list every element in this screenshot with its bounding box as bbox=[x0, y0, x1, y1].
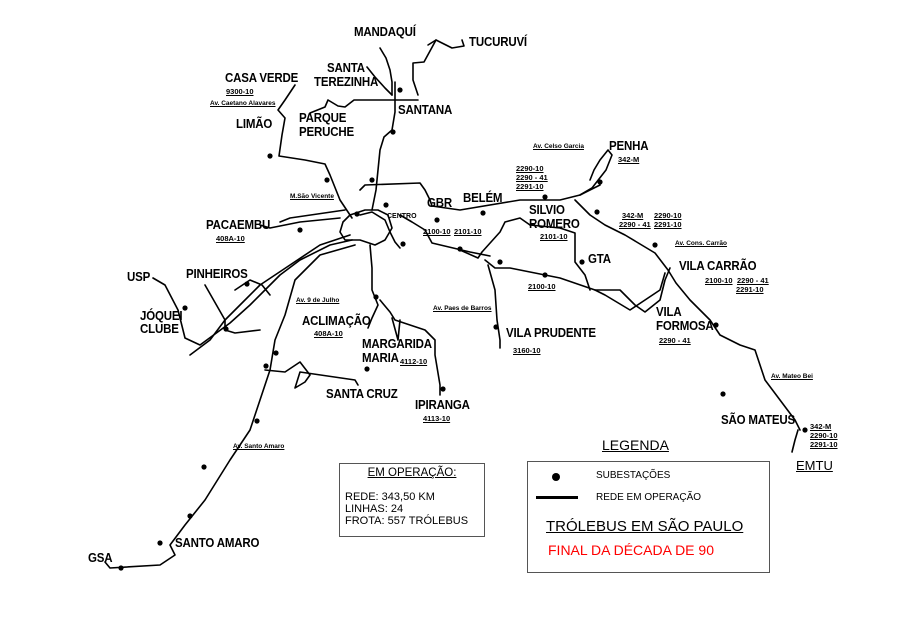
station-label-pinheiros: PINHEIROS bbox=[186, 267, 248, 281]
operation-stats-box: EM OPERAÇÃO: REDE: 343,50 KM LINHAS: 24 … bbox=[339, 463, 485, 537]
station-label-vila-carrao: VILA CARRÃO bbox=[679, 259, 757, 273]
legend-title: LEGENDA bbox=[602, 437, 669, 453]
route-code-belem-b: 2290 - 41 bbox=[516, 173, 548, 182]
route-code-penha: 342-M bbox=[618, 155, 640, 164]
station-label-santa-terezinha-1: SANTA bbox=[327, 61, 365, 75]
stats-lines: LINHAS: 24 bbox=[345, 503, 404, 515]
route-code-vila-prudente: 3160-10 bbox=[513, 346, 541, 355]
avenue-label-santo-amaro: Av. Santo Amaro bbox=[233, 443, 285, 450]
station-label-margarida-maria-1: MARGARIDA bbox=[362, 337, 432, 351]
centro-label: CENTRO bbox=[387, 213, 417, 220]
route-code-carrao-a: 342-M bbox=[622, 211, 644, 220]
station-label-penha: PENHA bbox=[609, 139, 649, 153]
map-subtitle: FINAL DA DÉCADA DE 90 bbox=[548, 542, 714, 558]
route-code-carrao-c: 2290-10 bbox=[654, 211, 682, 220]
legend-network-label: REDE EM OPERAÇÃO bbox=[596, 492, 702, 503]
route-code-vila-carrao-c: 2291-10 bbox=[736, 285, 764, 294]
route-code-ipiranga: 4113-10 bbox=[423, 414, 451, 423]
station-label-gbr: GBR bbox=[427, 196, 453, 210]
legend-box: SUBESTAÇÕES REDE EM OPERAÇÃO TRÓLEBUS EM… bbox=[527, 461, 770, 573]
route-code-casa-verde: 9300-10 bbox=[226, 87, 254, 96]
substations bbox=[118, 87, 808, 571]
station-label-santa-terezinha-2: TEREZINHA bbox=[314, 75, 379, 89]
station-label-aclimacao: ACLIMAÇÃO bbox=[302, 314, 371, 328]
station-label-gsa: GSA bbox=[88, 551, 113, 565]
station-label-santana: SANTANA bbox=[398, 103, 453, 117]
station-label-parque-peruche-1: PARQUE bbox=[299, 111, 347, 125]
route-code-carrao-d: 2291-10 bbox=[654, 220, 682, 229]
route-code-vila-carrao-a: 2100-10 bbox=[705, 276, 733, 285]
route-code-carrao-b: 2290 - 41 bbox=[619, 220, 651, 229]
route-code-sao-mateus-c: 2291-10 bbox=[810, 440, 838, 449]
route-code-gta-south: 2100-10 bbox=[528, 282, 556, 291]
station-label-santa-cruz: SANTA CRUZ bbox=[326, 387, 398, 401]
emtu-label: EMTU bbox=[796, 458, 833, 473]
route-code-sao-mateus-a: 342-M bbox=[810, 422, 832, 431]
route-code-belem-c: 2291-10 bbox=[516, 182, 544, 191]
stats-title: EM OPERAÇÃO: bbox=[367, 467, 457, 479]
avenue-label-nove-de-julho: Av. 9 de Julho bbox=[296, 297, 340, 304]
route-code-sao-mateus-b: 2290-10 bbox=[810, 431, 838, 440]
station-label-mandaqui: MANDAQUÍ bbox=[354, 25, 416, 39]
legend-substations-label: SUBESTAÇÕES bbox=[596, 470, 671, 481]
station-label-belem: BELÉM bbox=[463, 191, 503, 205]
avenue-label-sao-vicente: M.São Vicente bbox=[290, 193, 334, 200]
route-code-aclimacao: 408A-10 bbox=[314, 329, 343, 338]
station-label-usp: USP bbox=[127, 270, 151, 284]
station-label-silvio-romero-1: SILVIO bbox=[529, 203, 565, 217]
route-code-vila-carrao-b: 2290 - 41 bbox=[737, 276, 769, 285]
station-label-sao-mateus: SÃO MATEUS bbox=[721, 413, 795, 427]
route-code-belem-a: 2290-10 bbox=[516, 164, 544, 173]
avenue-label-caetano-alvares: Av. Caetano Alavares bbox=[210, 100, 276, 107]
route-code-gbr-b: 2101-10 bbox=[454, 227, 482, 236]
station-label-tucuruvi: TUCURUVÍ bbox=[469, 35, 527, 49]
stats-network-length: REDE: 343,50 KM bbox=[345, 491, 435, 503]
route-code-gbr-a: 2100-10 bbox=[423, 227, 451, 236]
network-line-legend-icon bbox=[536, 496, 578, 499]
route-code-pacaembu: 408A-10 bbox=[216, 234, 245, 243]
substation-legend-icon bbox=[552, 473, 560, 481]
avenue-label-paes-de-barros: Av. Paes de Barros bbox=[433, 305, 492, 312]
station-label-joquei-clube-1: JÓQUEI bbox=[140, 309, 183, 323]
avenue-label-mateo-bei: Av. Mateo Bei bbox=[771, 373, 813, 380]
station-label-parque-peruche-2: PERUCHE bbox=[299, 125, 354, 139]
station-label-vila-prudente: VILA PRUDENTE bbox=[506, 326, 596, 340]
route-code-margarida-maria: 4112-10 bbox=[400, 357, 428, 366]
station-label-limao: LIMÃO bbox=[236, 117, 273, 131]
station-label-santo-amaro: SANTO AMARO bbox=[175, 536, 260, 550]
station-label-vila-formosa-2: FORMOSA bbox=[656, 319, 714, 333]
avenue-label-cons-carrao: Av. Cons. Carrão bbox=[675, 240, 728, 247]
station-label-vila-formosa-1: VILA bbox=[656, 305, 682, 319]
stats-fleet: FROTA: 557 TRÓLEBUS bbox=[345, 515, 469, 527]
station-label-casa-verde: CASA VERDE bbox=[225, 71, 299, 85]
network-lines bbox=[104, 39, 801, 569]
route-code-vila-formosa: 2290 - 41 bbox=[659, 336, 691, 345]
station-label-pacaembu: PACAEMBU bbox=[206, 218, 271, 232]
station-label-joquei-clube-2: CLUBE bbox=[140, 322, 179, 336]
station-label-silvio-romero-2: ROMERO bbox=[529, 217, 580, 231]
map-title: TRÓLEBUS EM SÃO PAULO bbox=[546, 518, 744, 535]
station-label-margarida-maria-2: MARIA bbox=[362, 351, 399, 365]
route-code-silvio-romero: 2101-10 bbox=[540, 232, 568, 241]
avenue-label-celso-garcia: Av. Celso Garcia bbox=[533, 143, 584, 150]
station-label-ipiranga: IPIRANGA bbox=[415, 398, 470, 412]
station-label-gta: GTA bbox=[588, 252, 611, 266]
